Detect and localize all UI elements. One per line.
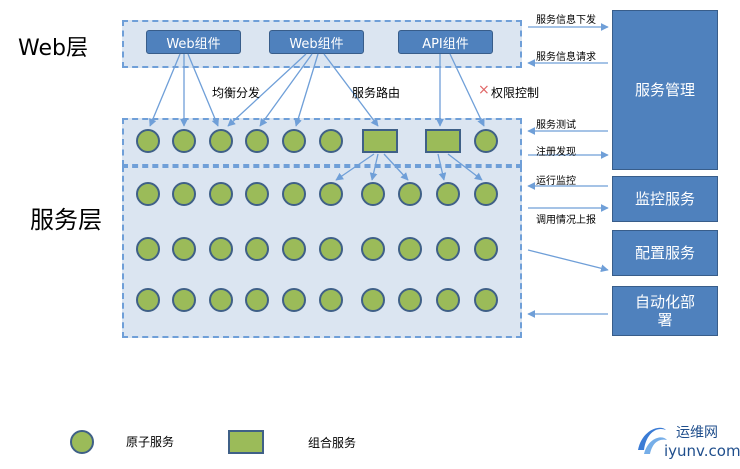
atomic-service-node[interactable] bbox=[136, 288, 160, 312]
access-control-label: 权限控制 bbox=[491, 86, 540, 100]
atomic-service-node[interactable] bbox=[319, 288, 343, 312]
atomic-service-node[interactable] bbox=[209, 182, 233, 206]
web-component-1[interactable]: Web组件 bbox=[146, 30, 241, 54]
atomic-service-node[interactable] bbox=[474, 182, 498, 206]
load-balance-label: 均衡分发 bbox=[212, 86, 261, 100]
atomic-service-node[interactable] bbox=[361, 182, 385, 206]
service-management-box[interactable]: 服务管理 bbox=[612, 10, 718, 170]
atomic-service-node[interactable] bbox=[474, 288, 498, 312]
config-service-box[interactable]: 配置服务 bbox=[612, 230, 718, 276]
atomic-service-node[interactable] bbox=[209, 129, 233, 153]
atomic-service-node[interactable] bbox=[245, 182, 269, 206]
composite-service-node[interactable] bbox=[425, 129, 461, 153]
atomic-service-node[interactable] bbox=[172, 237, 196, 261]
legend-composite-symbol bbox=[228, 430, 264, 454]
atomic-service-node[interactable] bbox=[172, 288, 196, 312]
deploy-service-box[interactable]: 自动化部署 bbox=[612, 286, 718, 336]
atomic-service-node[interactable] bbox=[436, 182, 460, 206]
report-label: 调用情况上报 bbox=[536, 215, 596, 226]
atomic-service-node[interactable] bbox=[136, 182, 160, 206]
atomic-service-node[interactable] bbox=[282, 129, 306, 153]
atomic-service-node[interactable] bbox=[282, 288, 306, 312]
atomic-service-node[interactable] bbox=[209, 237, 233, 261]
atomic-service-node[interactable] bbox=[474, 129, 498, 153]
service-layer-label: 服务层 bbox=[30, 206, 102, 234]
watermark-brand: 运维网 bbox=[676, 425, 718, 441]
atomic-service-node[interactable] bbox=[361, 237, 385, 261]
monitor-label: 运行监控 bbox=[536, 176, 576, 187]
atomic-service-node[interactable] bbox=[398, 288, 422, 312]
register-label: 注册发现 bbox=[536, 147, 576, 158]
legend-atomic-symbol bbox=[70, 430, 94, 454]
request-label: 服务信息请求 bbox=[536, 52, 596, 63]
web-layer-label: Web层 bbox=[18, 36, 88, 61]
atomic-service-node[interactable] bbox=[245, 288, 269, 312]
watermark-domain: iyunv.com bbox=[664, 442, 740, 460]
atomic-service-node[interactable] bbox=[245, 129, 269, 153]
routing-label: 服务路由 bbox=[352, 86, 401, 100]
atomic-service-node[interactable] bbox=[209, 288, 233, 312]
logo-swoosh-icon bbox=[638, 427, 667, 454]
api-component[interactable]: API组件 bbox=[398, 30, 493, 54]
atomic-service-node[interactable] bbox=[398, 237, 422, 261]
atomic-service-node[interactable] bbox=[361, 288, 385, 312]
atomic-service-node[interactable] bbox=[319, 182, 343, 206]
atomic-service-node[interactable] bbox=[136, 237, 160, 261]
monitor-service-box[interactable]: 监控服务 bbox=[612, 176, 718, 222]
legend-atomic-label: 原子服务 bbox=[126, 435, 175, 449]
atomic-service-node[interactable] bbox=[319, 129, 343, 153]
atomic-service-node[interactable] bbox=[282, 237, 306, 261]
atomic-service-node[interactable] bbox=[172, 129, 196, 153]
atomic-service-node[interactable] bbox=[436, 288, 460, 312]
legend-composite-label: 组合服务 bbox=[308, 436, 357, 450]
atomic-service-node[interactable] bbox=[319, 237, 343, 261]
atomic-service-node[interactable] bbox=[136, 129, 160, 153]
atomic-service-node[interactable] bbox=[398, 182, 422, 206]
cross-icon: × bbox=[478, 82, 490, 98]
web-component-2[interactable]: Web组件 bbox=[269, 30, 364, 54]
test-label: 服务测试 bbox=[536, 120, 576, 131]
composite-service-node[interactable] bbox=[362, 129, 398, 153]
atomic-service-node[interactable] bbox=[282, 182, 306, 206]
dispatch-label: 服务信息下发 bbox=[536, 15, 596, 26]
atomic-service-node[interactable] bbox=[474, 237, 498, 261]
atomic-service-node[interactable] bbox=[172, 182, 196, 206]
atomic-service-node[interactable] bbox=[436, 237, 460, 261]
atomic-service-node[interactable] bbox=[245, 237, 269, 261]
watermark-logo: 运维网 iyunv.com bbox=[634, 418, 740, 464]
